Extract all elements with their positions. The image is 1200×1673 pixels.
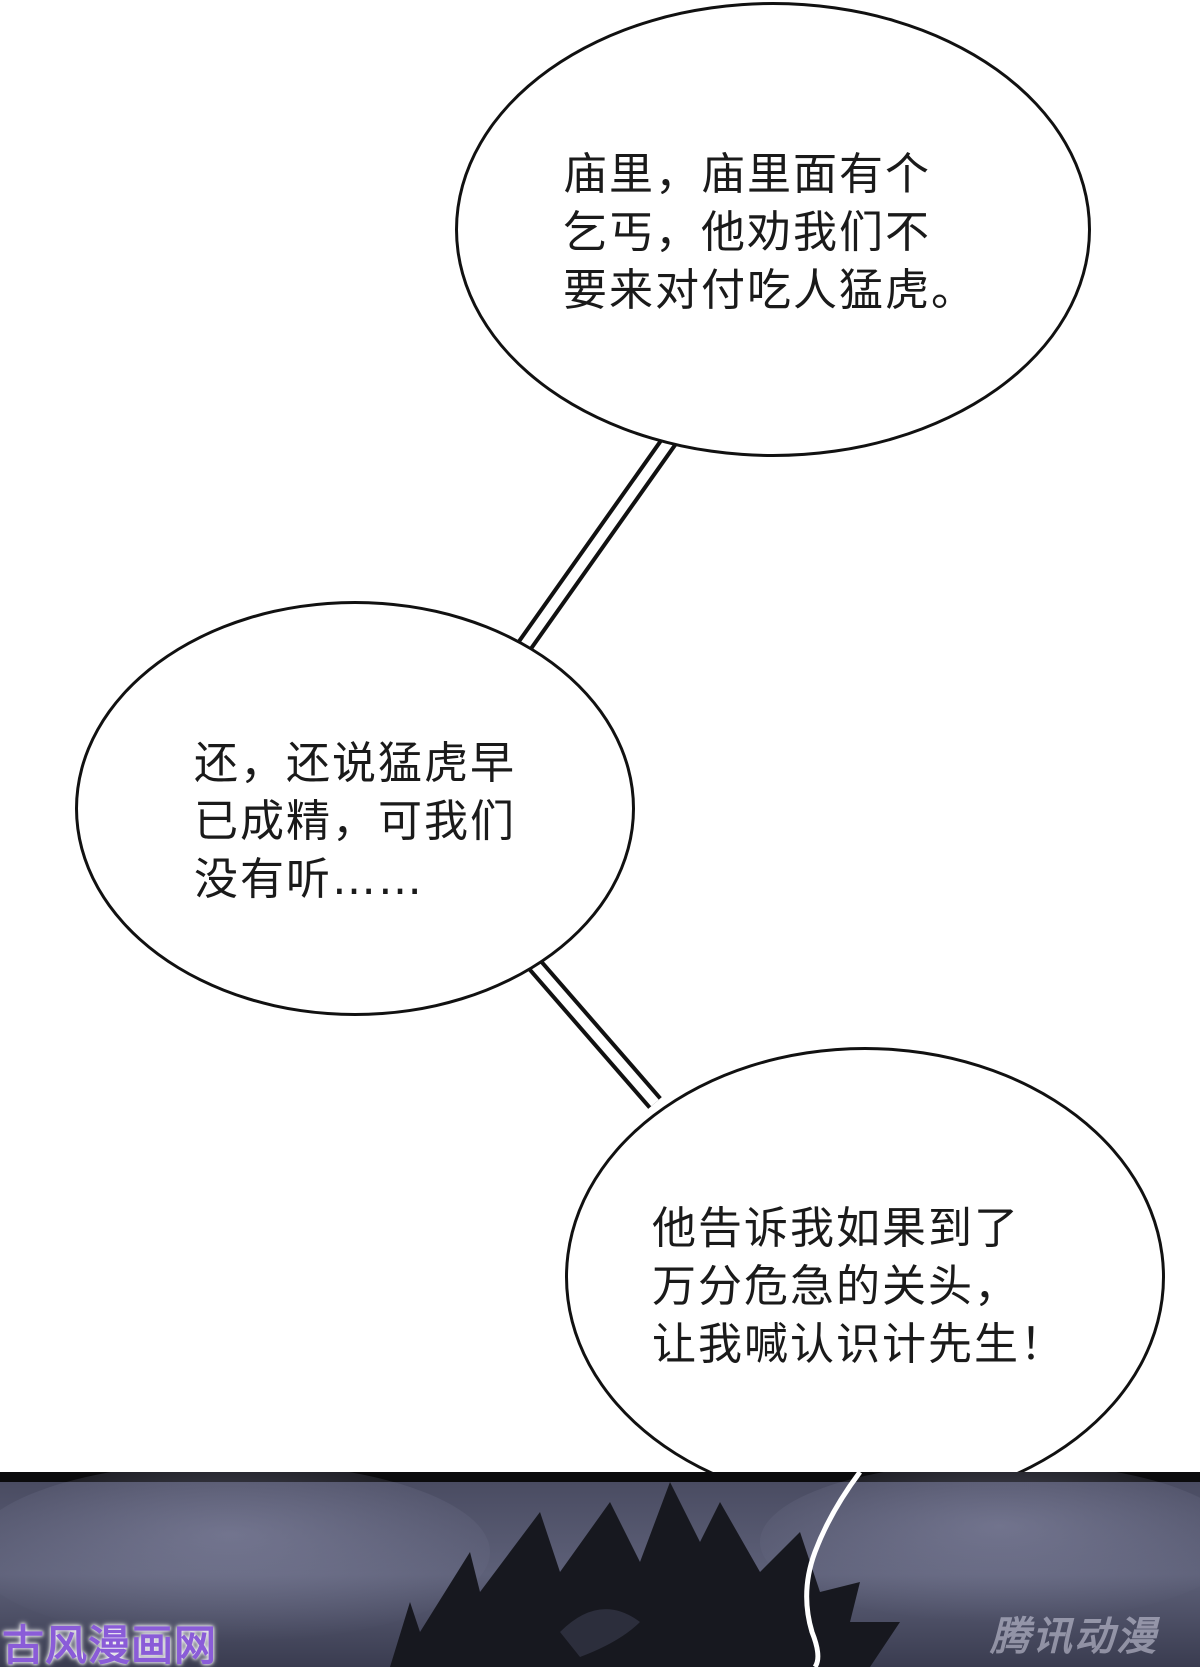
speech-line: 万分危急的关头， <box>652 1261 1020 1312</box>
speech-line: 乞丐，他劝我们不 <box>563 207 931 258</box>
cloud-glow <box>760 1472 1200 1622</box>
character-hair-silhouette <box>390 1482 900 1667</box>
speech-line: 庙里，庙里面有个 <box>563 149 931 200</box>
panel-illustration <box>0 1472 1200 1667</box>
watermark-left: 古风漫画网 <box>2 1621 218 1670</box>
speech-text-2: 还，还说猛虎早 已成精，可我们 没有听…… <box>194 735 516 909</box>
cloud-glow <box>0 1472 490 1642</box>
speech-line: 要来对付吃人猛虎。 <box>563 265 977 316</box>
watermark-right: 腾讯动漫 <box>990 1614 1158 1660</box>
speech-line: 还，还说猛虎早 <box>194 738 516 789</box>
speech-bubble-1 <box>455 2 1091 457</box>
speech-line: 他告诉我如果到了 <box>652 1203 1020 1254</box>
speech-text-3: 他告诉我如果到了 万分危急的关头， 让我喊认识计先生！ <box>652 1200 1066 1374</box>
comic-panel-art <box>0 1472 1200 1667</box>
speech-bubble-3 <box>565 1047 1165 1507</box>
speech-bubble-2 <box>75 601 635 1016</box>
connector-2-3 <box>528 959 662 1109</box>
speech-text-1: 庙里，庙里面有个 乞丐，他劝我们不 要来对付吃人猛虎。 <box>563 146 977 320</box>
speech-line: 让我喊认识计先生！ <box>652 1319 1066 1370</box>
connector-1-2 <box>517 434 678 651</box>
bubble-tail <box>804 1472 863 1667</box>
hair-highlight <box>560 1609 640 1657</box>
speech-line: 没有听…… <box>194 854 424 905</box>
speech-line: 已成精，可我们 <box>194 796 516 847</box>
